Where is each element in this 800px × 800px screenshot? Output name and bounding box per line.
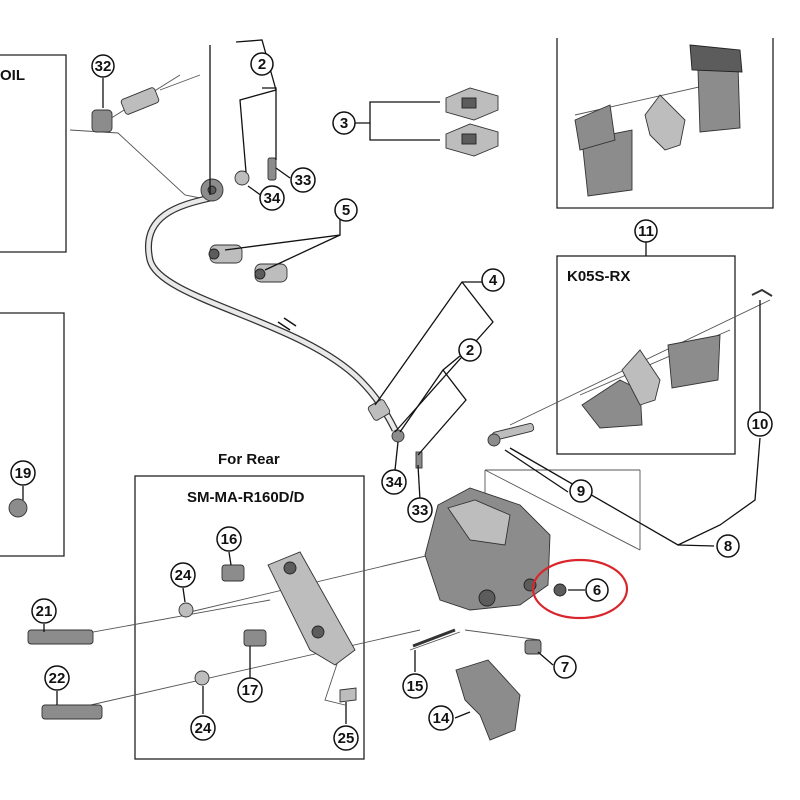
callout-24-bottom: 24 — [190, 715, 216, 741]
bleed-parts-3 — [445, 87, 499, 157]
svg-text:15: 15 — [407, 678, 424, 695]
callout-22: 22 — [44, 665, 70, 691]
olive-and-insert — [367, 399, 423, 469]
bleed-screw-7 — [524, 639, 542, 655]
svg-text:24: 24 — [195, 720, 212, 737]
callout-15: 15 — [402, 673, 428, 699]
svg-text:11: 11 — [638, 223, 654, 240]
svg-text:33: 33 — [295, 172, 312, 189]
callout-32: 32 — [91, 54, 115, 78]
top-left-box: OIL — [0, 54, 67, 253]
callout-17: 17 — [237, 677, 263, 703]
svg-text:6: 6 — [593, 582, 601, 599]
svg-text:4: 4 — [489, 272, 498, 289]
svg-text:2: 2 — [258, 56, 266, 73]
callout-19: 19 — [10, 460, 36, 486]
svg-text:2: 2 — [466, 342, 474, 359]
pad-pin-9 — [487, 422, 535, 447]
callout-21: 21 — [31, 598, 57, 624]
callout-4: 4 — [481, 268, 505, 292]
highlight-ellipse — [531, 558, 629, 620]
callout-9: 9 — [569, 479, 593, 503]
lever-fitting — [200, 157, 277, 202]
callout-11: 11 — [634, 219, 658, 243]
adapter-bracket — [267, 551, 356, 666]
svg-text:8: 8 — [724, 538, 732, 555]
adapter-bolts — [8, 498, 357, 720]
callout-33-top: 33 — [290, 167, 316, 193]
svg-text:34: 34 — [386, 474, 403, 491]
svg-text:32: 32 — [95, 58, 112, 75]
callout-2-mid: 2 — [458, 338, 482, 362]
callout-34-top: 34 — [259, 185, 285, 211]
svg-text:3: 3 — [340, 115, 348, 132]
svg-text:24: 24 — [175, 567, 192, 584]
for-rear-caption: For Rear — [218, 451, 280, 468]
svg-text:14: 14 — [433, 710, 450, 727]
svg-text:17: 17 — [242, 682, 259, 699]
split-pin-10 — [751, 288, 773, 297]
svg-text:9: 9 — [577, 483, 585, 500]
svg-text:7: 7 — [561, 659, 569, 676]
adapter-box: For Rear SM-MA-R160D/D — [134, 451, 365, 760]
callout-16: 16 — [216, 526, 242, 552]
svg-text:25: 25 — [338, 730, 355, 747]
callout-2-top: 2 — [250, 52, 274, 76]
svg-text:21: 21 — [36, 603, 53, 620]
svg-text:34: 34 — [264, 190, 281, 207]
top-right-pad-box — [556, 38, 774, 209]
k05s-rx-label: K05S-RX — [567, 268, 630, 285]
pin-15 — [412, 628, 456, 648]
svg-text:33: 33 — [412, 502, 429, 519]
callout-34-mid: 34 — [381, 469, 407, 495]
assembly-lines — [59, 74, 771, 713]
svg-text:22: 22 — [49, 670, 66, 687]
callout-24-top: 24 — [170, 562, 196, 588]
adapter-label: SM-MA-R160D/D — [187, 489, 305, 506]
hose-fitting-32 — [91, 74, 201, 133]
svg-text:16: 16 — [221, 531, 238, 548]
hose-inserts-5 — [208, 244, 288, 283]
bleed-cap-6 — [553, 583, 567, 597]
callout-10: 10 — [747, 411, 773, 437]
leader-lines — [22, 39, 761, 724]
svg-text:5: 5 — [342, 202, 350, 219]
callout-8: 8 — [716, 534, 740, 558]
k05s-rx-pads — [581, 334, 721, 429]
callout-14: 14 — [428, 705, 454, 731]
callout-25: 25 — [333, 725, 359, 751]
caliper-body — [424, 487, 551, 611]
callout-6: 6 — [585, 578, 609, 602]
callout-7: 7 — [553, 655, 577, 679]
mount-plate-14 — [455, 659, 521, 741]
brake-hose — [144, 194, 399, 432]
top-right-pads — [574, 44, 743, 197]
callout-3: 3 — [332, 111, 356, 135]
callout-5: 5 — [334, 198, 358, 222]
svg-text:10: 10 — [752, 416, 769, 433]
callout-33-mid: 33 — [407, 497, 433, 523]
top-left-box-label: OIL — [0, 67, 25, 84]
svg-text:19: 19 — [15, 465, 32, 482]
mid-left-box — [0, 312, 65, 557]
